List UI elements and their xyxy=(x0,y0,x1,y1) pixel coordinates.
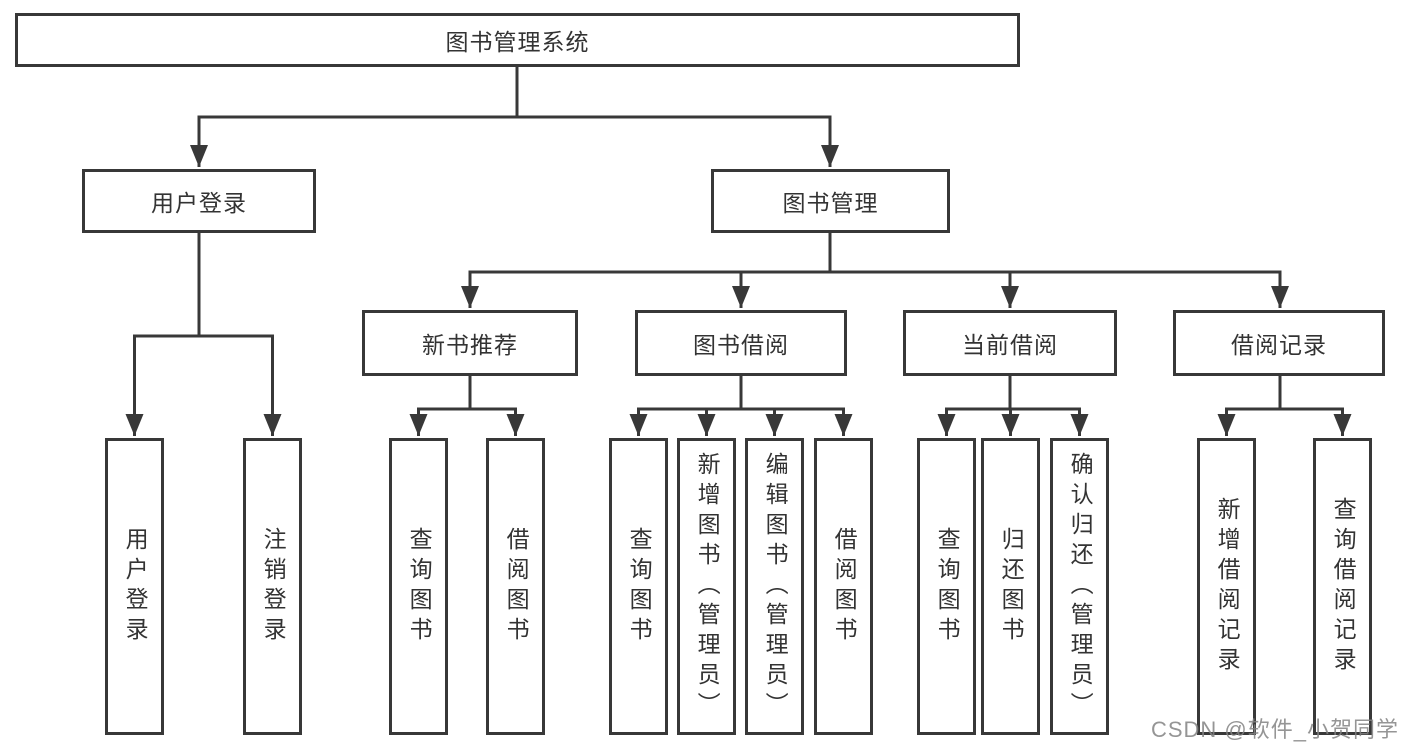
leaf-label: 查询图书 xyxy=(626,526,653,647)
node-current-borrowing: 当前借阅 xyxy=(903,310,1117,376)
leaf-label: 查询图书 xyxy=(934,526,961,647)
leaf-label: 注销登录 xyxy=(260,526,287,647)
node-label: 借阅记录 xyxy=(1231,332,1327,358)
leaf-query-books-2: 查询图书 xyxy=(609,438,668,735)
node-borrow-records: 借阅记录 xyxy=(1173,310,1385,376)
leaf-query-books: 查询图书 xyxy=(389,438,448,735)
leaf-user-login: 用户登录 xyxy=(105,438,164,735)
leaf-label: 借阅图书 xyxy=(503,526,530,647)
node-user-login: 用户登录 xyxy=(82,169,316,233)
node-label: 图书管理系统 xyxy=(445,29,590,55)
leaf-return-books: 归还图书 xyxy=(981,438,1040,735)
node-label: 当前借阅 xyxy=(962,332,1058,358)
leaf-add-books-admin: 新增图书（管理员） xyxy=(677,438,736,735)
leaf-label: 用户登录 xyxy=(122,526,149,647)
leaf-label: 查询借阅记录 xyxy=(1330,496,1357,677)
leaf-label: 归还图书 xyxy=(998,526,1025,647)
node-label: 新书推荐 xyxy=(422,332,518,358)
node-label: 图书管理 xyxy=(782,190,879,216)
leaf-edit-books-admin: 编辑图书（管理员） xyxy=(745,438,804,735)
leaf-query-books-3: 查询图书 xyxy=(917,438,976,735)
leaf-query-borrow-record: 查询借阅记录 xyxy=(1313,438,1372,735)
node-new-book-recommend: 新书推荐 xyxy=(362,310,578,376)
csdn-watermark: CSDN @软件_小贺同学 xyxy=(1150,717,1399,742)
node-label: 图书借阅 xyxy=(693,332,789,358)
leaf-label: 新增图书（管理员） xyxy=(694,451,721,722)
node-book-management: 图书管理 xyxy=(711,169,950,233)
leaf-add-borrow-record: 新增借阅记录 xyxy=(1197,438,1256,735)
node-book-borrowing: 图书借阅 xyxy=(635,310,847,376)
leaf-logout: 注销登录 xyxy=(243,438,302,735)
leaf-label: 查询图书 xyxy=(406,526,433,647)
node-library-management-system: 图书管理系统 xyxy=(15,13,1020,67)
leaf-label: 确认归还（管理员） xyxy=(1067,451,1094,722)
leaf-confirm-return-admin: 确认归还（管理员） xyxy=(1050,438,1109,735)
leaf-label: 借阅图书 xyxy=(831,526,858,647)
leaf-borrow-books-2: 借阅图书 xyxy=(814,438,873,735)
node-label: 用户登录 xyxy=(151,190,247,216)
leaf-label: 新增借阅记录 xyxy=(1214,496,1241,677)
leaf-borrow-books: 借阅图书 xyxy=(486,438,545,735)
leaf-label: 编辑图书（管理员） xyxy=(762,451,789,722)
